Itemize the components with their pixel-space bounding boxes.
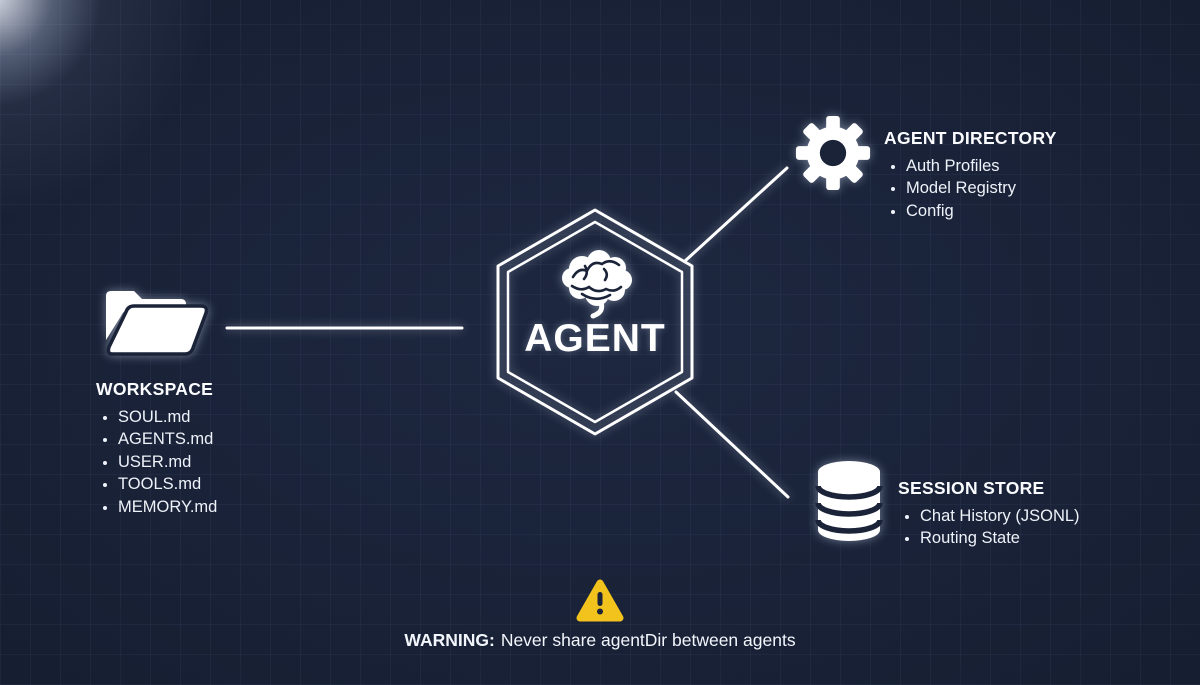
warning-text: WARNING:Never share agentDir between age… bbox=[0, 630, 1200, 651]
list-item: MEMORY.md bbox=[118, 496, 336, 518]
warning-message: Never share agentDir between agents bbox=[500, 630, 796, 650]
connector-agent-directory bbox=[683, 166, 789, 263]
warning-label: WARNING: bbox=[404, 630, 495, 650]
list-item: USER.md bbox=[118, 451, 336, 473]
session-store-list: Chat History (JSONL) Routing State bbox=[898, 505, 1188, 550]
agent-directory-list: Auth Profiles Model Registry Config bbox=[884, 155, 1164, 222]
list-item: TOOLS.md bbox=[118, 473, 336, 495]
session-store-node: SESSION STORE Chat History (JSONL) Routi… bbox=[898, 478, 1188, 550]
list-item: Routing State bbox=[920, 527, 1188, 549]
brain-icon bbox=[562, 250, 632, 319]
list-item: SOUL.md bbox=[118, 406, 336, 428]
database-icon bbox=[815, 461, 883, 541]
connector-session-store bbox=[674, 390, 790, 499]
list-item: Chat History (JSONL) bbox=[920, 505, 1188, 527]
agent-hexagon-label: AGENT bbox=[524, 317, 666, 360]
session-store-title: SESSION STORE bbox=[898, 478, 1045, 498]
warning-triangle-icon bbox=[576, 579, 624, 622]
list-item: Model Registry bbox=[906, 177, 1164, 199]
list-item: AGENTS.md bbox=[118, 428, 336, 450]
workspace-list: SOUL.md AGENTS.md USER.md TOOLS.md MEMOR… bbox=[96, 406, 336, 518]
workspace-title: WORKSPACE bbox=[96, 379, 214, 399]
list-item: Auth Profiles bbox=[906, 155, 1164, 177]
gear-icon bbox=[795, 115, 871, 191]
agent-hexagon bbox=[496, 208, 694, 436]
agent-directory-title: AGENT DIRECTORY bbox=[884, 128, 1057, 148]
folder-icon bbox=[106, 291, 209, 356]
list-item: Config bbox=[906, 200, 1164, 222]
workspace-node: WORKSPACE SOUL.md AGENTS.md USER.md TOOL… bbox=[96, 278, 336, 518]
agent-directory-node: AGENT DIRECTORY Auth Profiles Model Regi… bbox=[884, 128, 1164, 222]
